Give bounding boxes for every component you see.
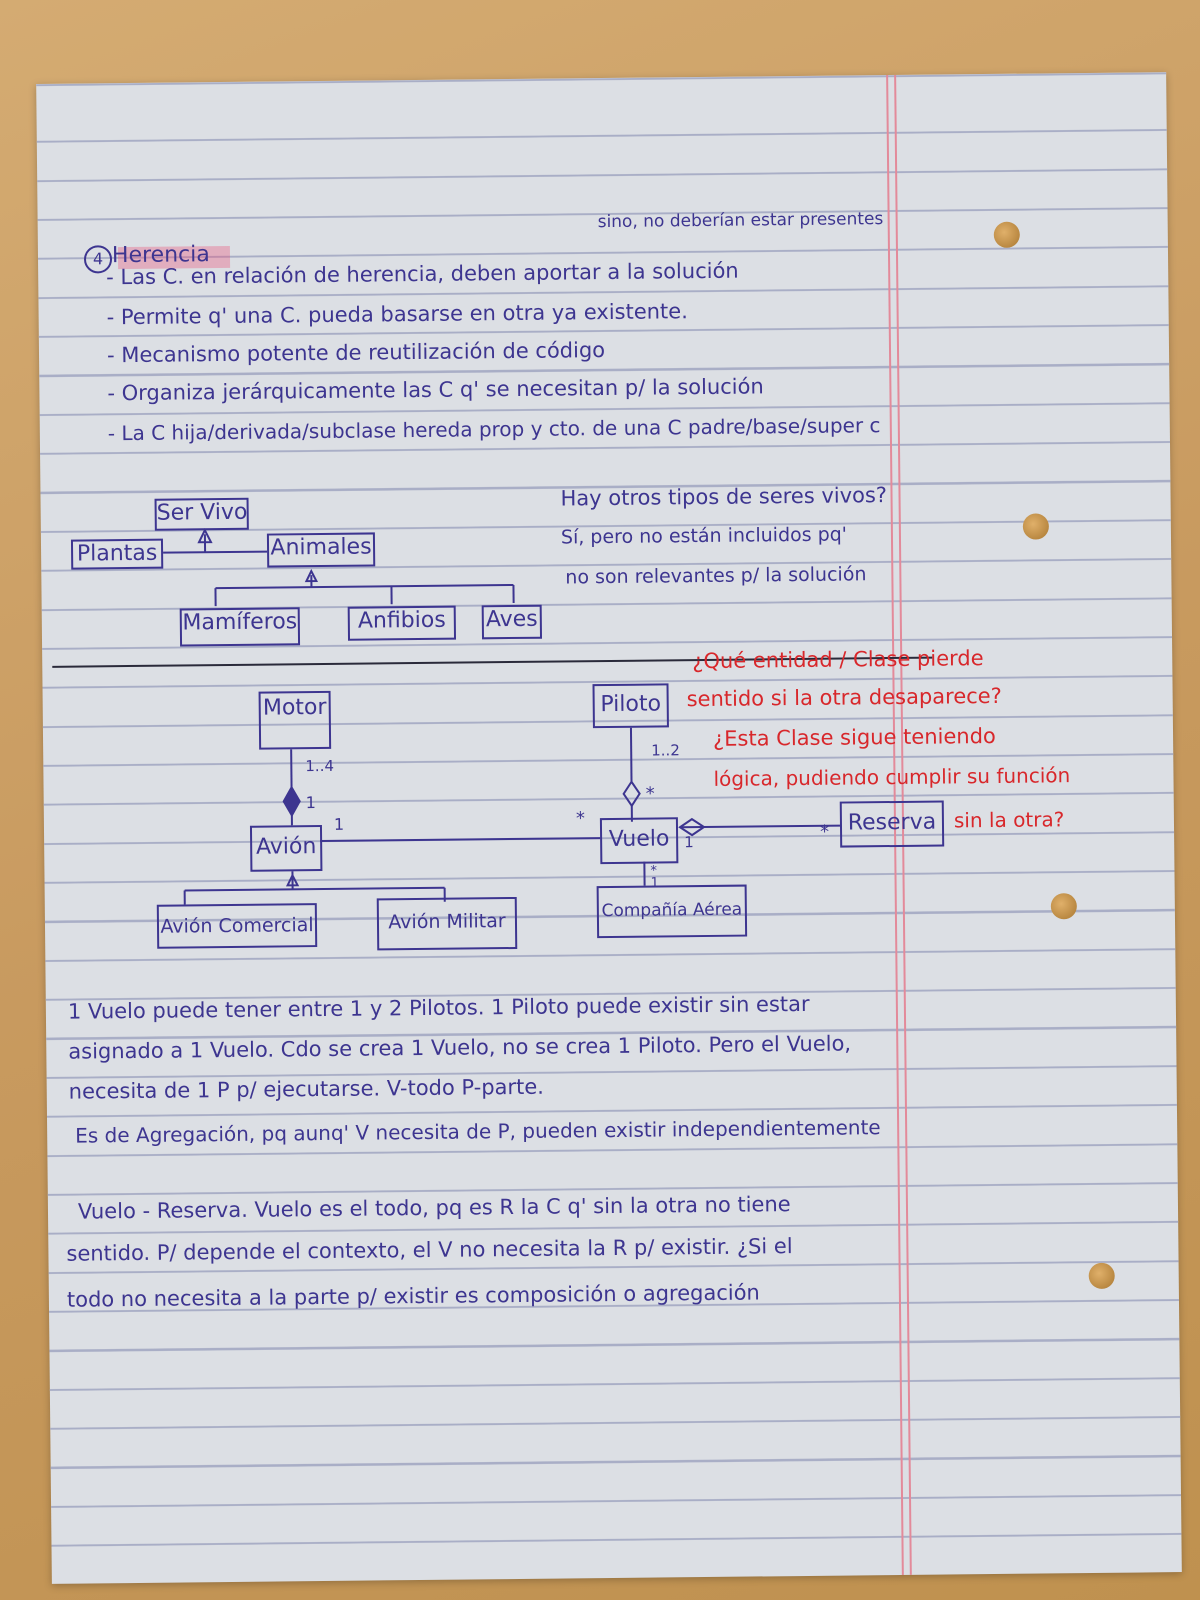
class-animales: Animales: [266, 532, 376, 568]
red-question-line-2: sentido si la otra desaparece?: [686, 683, 1002, 712]
qa-answer-2: no son relevantes p/ la solución: [565, 563, 867, 589]
class-aves: Aves: [481, 604, 543, 640]
mult-motor-avion-bottom: 1: [305, 793, 317, 813]
red-question-line-1: ¿Qué entidad / Clase pierde: [692, 646, 984, 674]
class-avion: Avión: [249, 825, 323, 872]
class-ser-vivo: Ser Vivo: [154, 497, 249, 531]
class-reserva: Reserva: [839, 800, 945, 848]
class-motor: Motor: [258, 690, 332, 750]
mult-avion-vuelo-right: *: [575, 808, 586, 830]
qa-question: Hay otros tipos de seres vivos?: [560, 483, 888, 511]
class-vuelo: Vuelo: [599, 817, 679, 865]
mult-vuelo-compania-bottom: 1: [650, 875, 659, 891]
diagram-connectors: [163, 527, 840, 905]
class-plantas: Plantas: [70, 538, 164, 570]
red-question-line-4: lógica, pudiendo cumplir su función: [713, 763, 1071, 791]
mult-avion-vuelo-left: 1: [333, 814, 345, 834]
paragraph1-line-3: necesita de 1 P p/ ejecutarse. V-todo P-…: [68, 1074, 545, 1104]
mult-piloto-vuelo-bottom: *: [645, 783, 655, 805]
class-mamiferos: Mamíferos: [179, 607, 301, 647]
class-piloto: Piloto: [592, 683, 669, 729]
mult-vuelo-reserva-right: *: [819, 821, 830, 843]
class-avion-comercial: Avión Comercial: [156, 903, 318, 949]
class-compania-aerea: Compañía Aérea: [596, 884, 748, 939]
class-avion-militar: Avión Militar: [376, 896, 518, 951]
notebook-page: 4 Herencia sino, no deberían estar prese…: [36, 72, 1182, 1584]
class-anfibios: Anfibios: [347, 605, 457, 641]
qa-answer-1: Sí, pero no están incluidos pq': [560, 523, 848, 549]
red-question-line-5: sin la otra?: [953, 807, 1065, 833]
mult-piloto-vuelo-top: 1..2: [651, 741, 680, 760]
mult-vuelo-reserva-left: 1: [684, 833, 694, 852]
mult-motor-avion-top: 1..4: [305, 756, 335, 776]
red-question-line-3: ¿Esta Clase sigue teniendo: [712, 723, 996, 751]
